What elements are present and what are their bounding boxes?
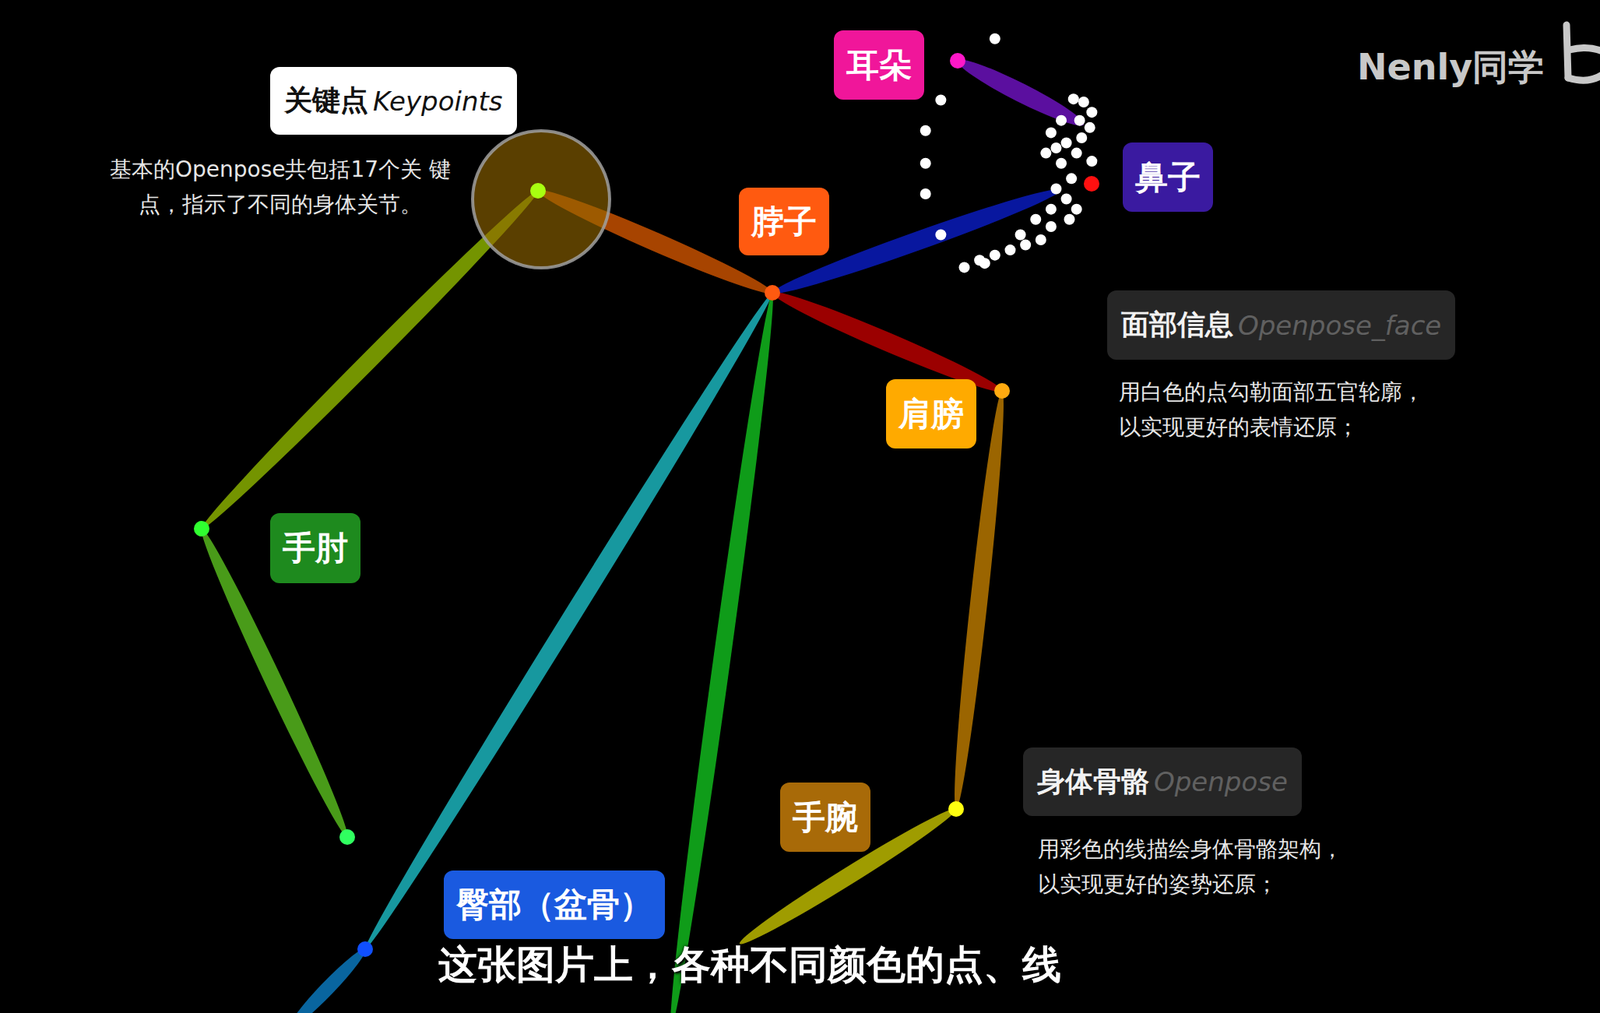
note-text: 基本的Openpose共包括17个关 键点，指示了不同的身体关节。 (101, 152, 460, 223)
hip-tag: 臀部（盆骨） (443, 870, 665, 939)
tag-text: 脖子 (751, 200, 817, 244)
keypoint-dot (339, 829, 356, 845)
face-dot (920, 188, 932, 200)
face-dot (1084, 122, 1096, 134)
tag-subtext: Openpose_face (1237, 309, 1442, 342)
face-dot (1045, 221, 1057, 233)
face-dot (1064, 214, 1076, 226)
tag-text: 耳朵 (846, 43, 912, 88)
face-dot (1078, 96, 1090, 108)
face-dot (959, 261, 971, 273)
bone-line (358, 288, 781, 954)
face-dot (1004, 244, 1016, 256)
face-info-box: 面部信息Openpose_face (1107, 290, 1456, 360)
keypoint-dot (949, 52, 966, 69)
subtitle: 这张图片上，各种不同颜色的点、线 (438, 938, 1062, 992)
tag-text: 面部信息 (1121, 305, 1234, 345)
face-dot (1040, 147, 1052, 159)
face-dot (1071, 203, 1083, 215)
keypoints-tag: 关键点Keypoints (270, 66, 517, 135)
face-dot (989, 249, 1001, 261)
note-text: 用彩色的线描绘身体骨骼架构， 以实现更好的姿势还原； (1037, 832, 1350, 903)
face-dot (920, 125, 932, 137)
tag-subtext: Keypoints (372, 85, 503, 117)
keypoint-dot (1083, 175, 1100, 192)
face-dot (1071, 147, 1083, 159)
elbow-tag: 手肘 (270, 513, 361, 584)
face-dot (989, 33, 1001, 45)
keypoint-dot (530, 182, 546, 199)
face-dot (1086, 106, 1098, 118)
keypoint-dot (357, 941, 373, 957)
face-dot (1050, 182, 1062, 194)
shoulder-tag: 肩膀 (886, 379, 977, 449)
face-dot (935, 228, 946, 240)
tag-text: 关键点 (284, 81, 369, 120)
face-dot (1045, 203, 1057, 215)
bilibili-logo (1566, 24, 1600, 81)
face-dot (1055, 158, 1067, 169)
keypoint-dot (193, 520, 210, 537)
tag-text: 手腕 (792, 795, 859, 840)
face-dot (1035, 234, 1047, 246)
keypoint-dot (994, 383, 1010, 399)
note-text: 用白色的点勾勒面部五官轮廓， 以实现更好的表情还原； (1118, 375, 1431, 446)
neck-tag: 脖子 (738, 187, 830, 256)
face-dot (1030, 214, 1041, 226)
keypoint-dot (764, 284, 781, 301)
tag-text: 手肘 (282, 526, 349, 570)
highlight-ring (472, 130, 610, 268)
face-dot (1055, 115, 1067, 127)
ear-tag: 耳朵 (833, 30, 925, 100)
bone-line (953, 52, 1089, 133)
wrist-tag: 手腕 (780, 782, 871, 852)
tag-subtext: Openpose (1153, 766, 1288, 798)
watermark: Nenly同学 (1357, 38, 1544, 97)
face-dot (1019, 239, 1031, 251)
face-dot (1015, 228, 1027, 240)
joints (193, 52, 1100, 957)
tag-text: 鼻子 (1135, 155, 1201, 200)
tag-text: 身体骨骼 (1037, 763, 1150, 802)
face-dot (1076, 132, 1087, 144)
skeleton-info-box: 身体骨骼Openpose (1023, 747, 1302, 816)
face-dot (1045, 126, 1057, 138)
keypoint-dot (948, 801, 964, 817)
tag-text: 臀部（盆骨） (456, 882, 653, 927)
face-dot (920, 158, 932, 169)
face-dot (935, 94, 946, 106)
face-dot (1068, 93, 1080, 105)
bone-line (284, 944, 371, 1013)
face-dot (1061, 193, 1073, 205)
face-dot (1074, 115, 1086, 127)
face-dot (1061, 137, 1073, 148)
bone-line (662, 291, 781, 1013)
face-dot (1050, 142, 1062, 154)
face-dots (920, 33, 1098, 274)
face-dot (979, 257, 991, 269)
tag-text: 肩膀 (898, 392, 964, 437)
nose-tag: 鼻子 (1122, 142, 1214, 212)
face-dot (1086, 155, 1098, 167)
face-dot (1065, 172, 1077, 184)
bone-line (947, 390, 1011, 810)
